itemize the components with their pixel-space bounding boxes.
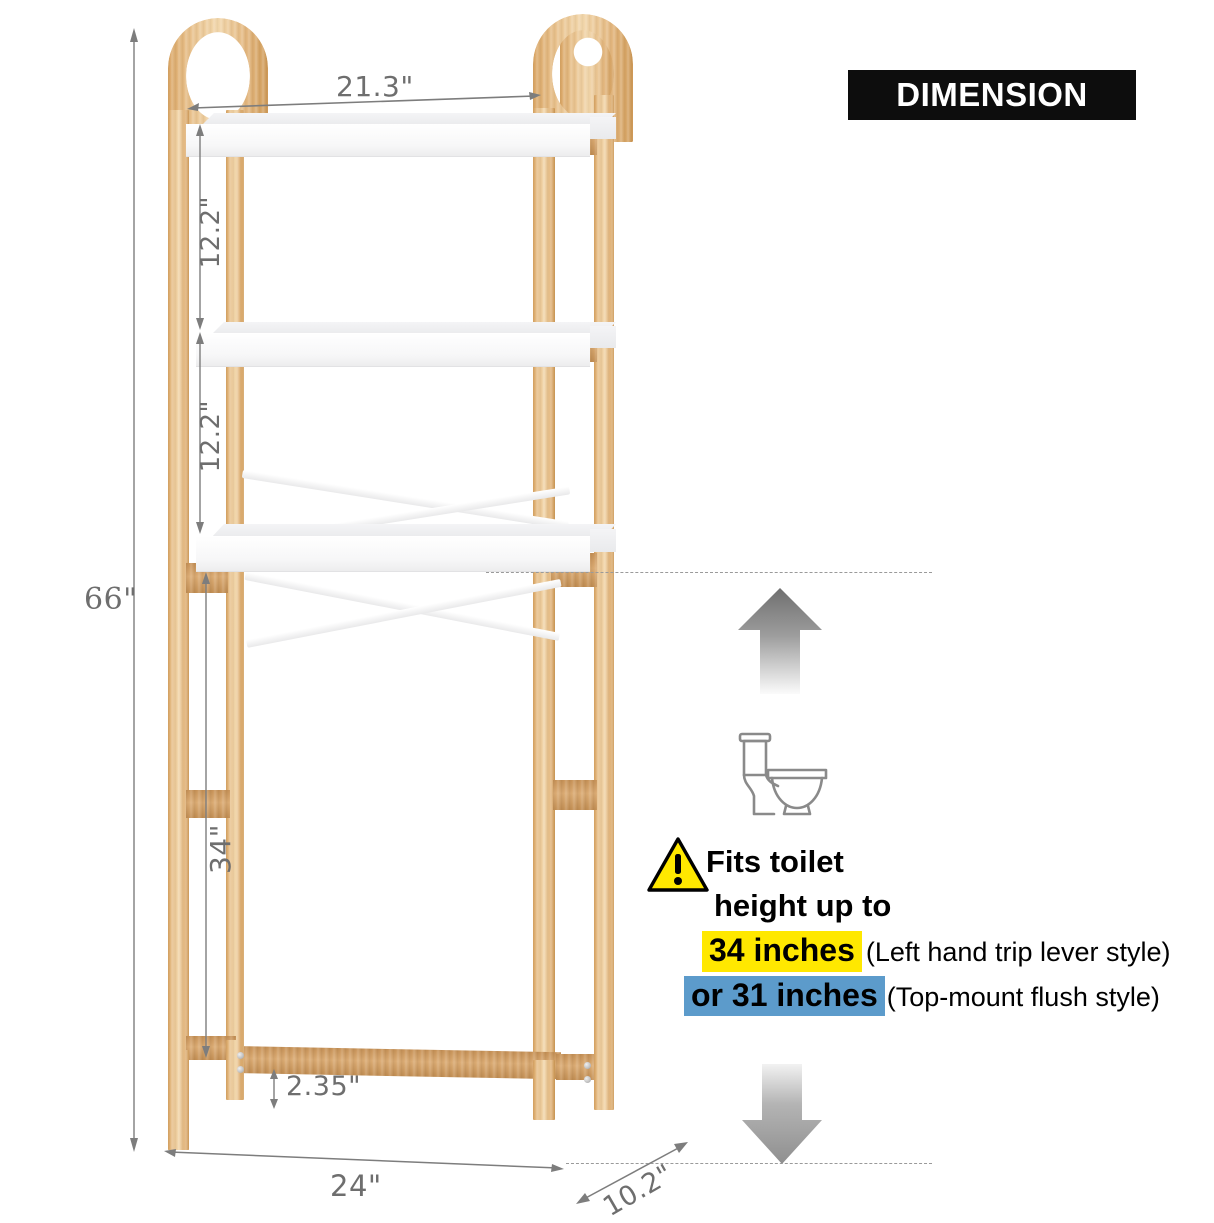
foot-left-front [168,1050,189,1150]
left-front-post [168,110,189,1150]
highlight-34-note: (Left hand trip lever style) [865,937,1171,967]
shelf-bottom [196,524,616,574]
guide-shelf-level [486,572,932,573]
dimline-base-rail [270,1069,278,1109]
highlight-31-inches: or 31 inches [684,975,885,1017]
right-rung-lower [553,780,597,810]
dimension-badge: DIMENSION [848,70,1136,120]
arrow-up-icon [738,588,822,694]
base-rail-front [233,1046,561,1080]
left-rung-lower [186,790,230,818]
dimline-top-width [187,92,541,111]
label-base-rail: 2.35" [286,1071,362,1102]
right-front-post [533,108,555,1118]
dimline-overall-width [164,1149,564,1172]
dimline-gap-2 [196,332,204,534]
label-total-height: 66" [84,582,138,617]
foot-right-front [533,1060,555,1120]
warning-triangle-icon [647,837,709,892]
notice-line-2: height up to [714,888,892,923]
label-gap-2: 12.2" [196,400,226,473]
fits-toilet-notice: Fits toilet height up to 34 inches (Left… [684,840,1176,1017]
label-clearance: 34" [204,824,237,875]
highlight-31-note: (Top-mount flush style) [886,981,1160,1012]
dimline-depth [576,1142,688,1204]
dimline-total-height [130,28,138,1152]
highlight-34-inches: 34 inches [702,931,862,972]
notice-primary-row: 34 inches (Left hand trip lever style) [702,931,1176,972]
toilet-icon [722,726,840,826]
notice-secondary-row: or 31 inches (Top-mount flush style) [684,975,1176,1017]
dimline-gap-1 [196,124,204,330]
arrow-down-icon [742,1064,822,1164]
screw [584,1076,591,1083]
shelf-top [186,113,616,159]
screw [237,1052,244,1059]
screw [584,1062,591,1069]
screw [237,1066,244,1073]
dimline-clearance [202,572,210,1058]
guide-floor-level [566,1163,932,1164]
shelf-middle [196,322,616,370]
label-overall-width: 24" [330,1169,382,1203]
label-top-width: 21.3" [336,70,414,103]
dimension-badge-label: DIMENSION [896,76,1088,113]
left-inner-post [226,110,244,1070]
notice-line-1: Fits toilet [706,844,844,879]
label-gap-1: 12.2" [196,196,226,269]
foot-right-rear [594,1050,614,1110]
product-illustration [168,14,633,1150]
right-rear-post [594,95,614,1105]
